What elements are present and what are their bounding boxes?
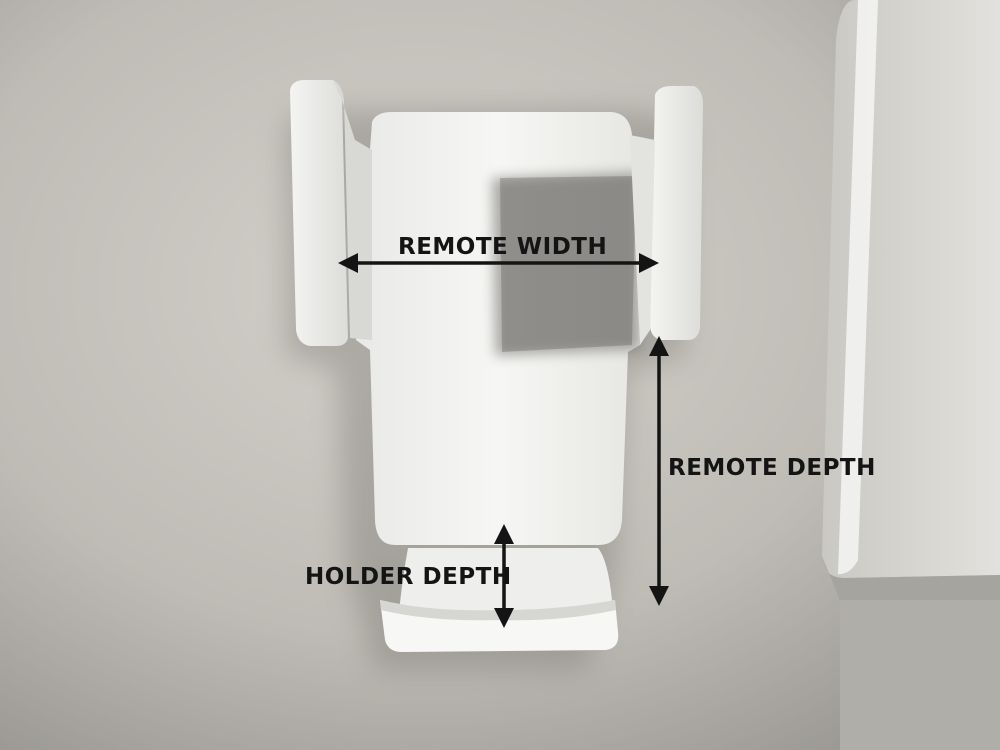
remote-depth-label: REMOTE DEPTH bbox=[668, 455, 876, 481]
holder-depth-label: HOLDER DEPTH bbox=[305, 564, 512, 590]
remote-width-label: REMOTE WIDTH bbox=[398, 234, 608, 260]
